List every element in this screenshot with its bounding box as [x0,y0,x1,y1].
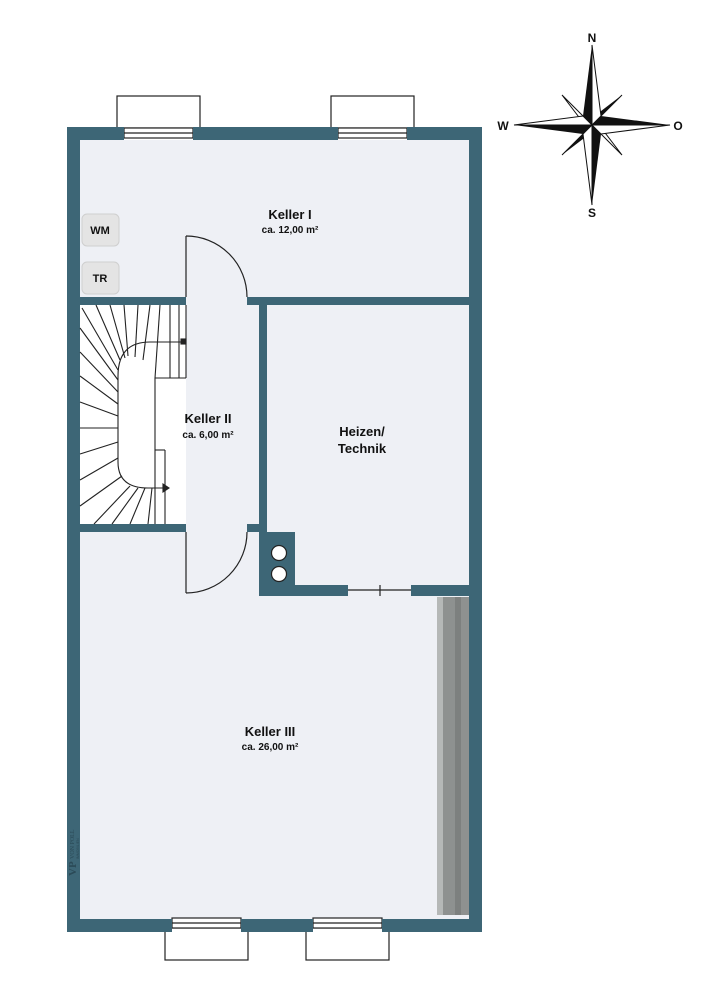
window-bottom-right [305,917,390,961]
window-bottom-left [164,917,249,961]
window-top-right [330,95,415,139]
staircase [79,304,187,525]
dryer-label: TR [93,273,108,285]
utility-pipes [270,544,288,583]
window-top-left [116,95,201,139]
compass-rose: N S W O [497,31,682,220]
room-heizen-name-line2: Technik [338,441,387,456]
door-keller-1 [185,235,248,298]
washer: WM [81,213,120,247]
compass-east-label: O [673,119,682,133]
compass-north-label: N [588,31,597,45]
room-heizen-name-line1: Heizen/ [339,424,385,439]
dryer: TR [81,261,120,295]
washer-label: WM [90,225,110,237]
logo-mark: VP [67,861,79,876]
door-keller-3 [185,531,248,594]
sliding-door [348,585,411,596]
logo-sub: IMMOBILIEN [76,838,80,859]
room-keller-3-area: ca. 26,00 m² [242,742,299,753]
logo-brand: VON POLL [70,829,76,859]
outer-walls [67,127,482,932]
radiator [437,597,469,915]
compass-south-label: S [588,206,596,220]
room-keller-2-area: ca. 6,00 m² [182,430,234,441]
room-keller-3-name: Keller III [245,724,296,739]
von-poll-logo: VP VON POLL IMMOBILIEN [67,829,80,876]
room-keller-1-area: ca. 12,00 m² [262,225,319,236]
compass-west-label: W [497,119,509,133]
interior-walls [80,297,469,596]
room-keller-1-name: Keller I [268,207,311,222]
room-keller-2-name: Keller II [185,411,232,426]
